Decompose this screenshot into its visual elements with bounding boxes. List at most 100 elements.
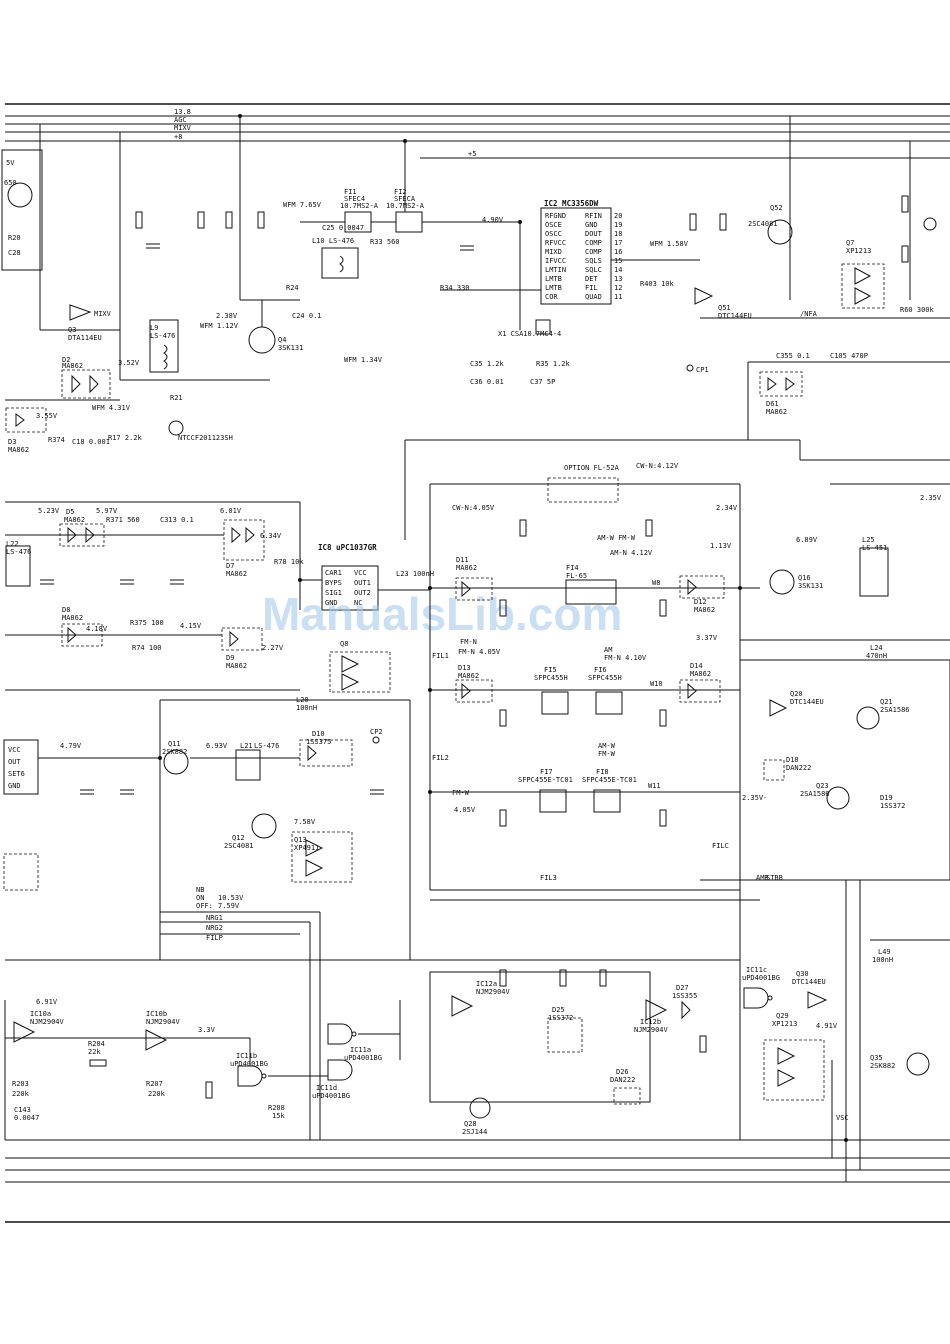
svg-text:C355 0.1: C355 0.1 [776, 352, 810, 360]
svg-text:LS-451: LS-451 [862, 544, 887, 552]
q16-if-amp: Q16 3SK131 2.34V 1.13V 6.89V L25 LS-451 … [710, 483, 950, 660]
svg-text:2SC4081: 2SC4081 [224, 842, 254, 850]
ic2-pin-r3: DOUT [585, 230, 603, 238]
svg-text:NB: NB [196, 886, 204, 894]
ic8-pin-r4: NC [354, 599, 362, 607]
ic2-pin-l10: COR [545, 293, 558, 301]
svg-text:C36 0.01: C36 0.01 [470, 378, 504, 386]
svg-text:R20: R20 [8, 234, 21, 242]
svg-text:LS-476: LS-476 [150, 332, 175, 340]
ic2-fm-receiver: IC2 MC3356DW RFGND OSCE OSCC RFVCC MIXD … [440, 199, 752, 386]
svg-text:Q20: Q20 [790, 690, 803, 698]
ic2-pin-r10: QUAD [585, 293, 602, 301]
v-wfm-7-65: WFM 7.65V [283, 201, 322, 209]
ic8-ref: IC8 uPC1037GR [318, 543, 377, 552]
ic2-pin-r8: DET [585, 275, 598, 283]
ic2-pin-l4: RFVCC [545, 239, 566, 247]
ic2-ref: IC2 MC3356DW [544, 199, 599, 208]
svg-text:22k: 22k [88, 1048, 101, 1056]
ic8-balanced-mixer: IC8 uPC1037GR CAR1 BYPS SIG1 GND VCC OUT… [296, 502, 434, 712]
svg-text:2SA1586: 2SA1586 [880, 706, 910, 714]
svg-text:NJM2904V: NJM2904V [146, 1018, 181, 1026]
svg-text:OFF:: OFF: [196, 902, 213, 910]
bus-label-3: MIXV [174, 124, 192, 132]
fil1-label: FIL1 [432, 652, 449, 660]
svg-text:Q29: Q29 [776, 1012, 789, 1020]
v-amn-4-12: AM-N 4.12V [610, 549, 653, 557]
v-2-38: 2.38V [216, 312, 238, 320]
svg-text:IC12b: IC12b [640, 1018, 661, 1026]
svg-text:FI8: FI8 [596, 768, 609, 776]
svg-text:Q11: Q11 [168, 740, 181, 748]
svg-text:uPD4001BG: uPD4001BG [230, 1060, 268, 1068]
watermark: ManualsLib.com [262, 588, 622, 640]
svg-text:470nH: 470nH [866, 652, 887, 660]
v-3-3: 3.3V [198, 1026, 216, 1034]
filp-label: FILP [206, 934, 223, 942]
svg-text:D61: D61 [766, 400, 779, 408]
svg-text:R17 2.2k: R17 2.2k [108, 434, 143, 442]
svg-text:C25 0.0047: C25 0.0047 [322, 224, 364, 232]
svg-text:DAN222: DAN222 [786, 764, 811, 772]
svg-text:D27: D27 [676, 984, 689, 992]
q29-q30-q35-block: Q30 DTC144EU 4.91V Q29 XP1213 Q35 2SK882… [763, 880, 950, 1182]
svg-text:Q30: Q30 [796, 970, 809, 978]
v-5-97: 5.97V [96, 507, 118, 515]
v-5-23: 5.23V [38, 507, 60, 515]
svg-text:C18 0.001: C18 0.001 [72, 438, 110, 446]
v-6-34: 6.34V [260, 532, 282, 540]
ic2-pin-l7: LMTIN [545, 266, 566, 274]
svg-text:L10 LS-476: L10 LS-476 [312, 237, 354, 245]
svg-text:R371 560: R371 560 [106, 516, 140, 524]
ic8-pin-l4: GND [325, 599, 338, 607]
svg-text:100nH: 100nH [296, 704, 317, 712]
v-4-91: 4.91V [816, 1022, 838, 1030]
ic2-pin-r9: FIL [585, 284, 598, 292]
ic8-pin-l2: BYPS [325, 579, 342, 587]
svg-text:NJM2904V: NJM2904V [476, 988, 511, 996]
svg-text:DTA114EU: DTA114EU [68, 334, 102, 342]
svg-text:NJM2904V: NJM2904V [634, 1026, 669, 1034]
ic2-pinnum-15: 15 [614, 257, 622, 265]
svg-text:MA862: MA862 [226, 570, 247, 578]
v-3-52: 3.52V [118, 359, 140, 367]
svg-text:R204: R204 [88, 1040, 105, 1048]
svg-text:15k: 15k [272, 1112, 285, 1120]
ic2-pinnum-14: 14 [614, 266, 622, 274]
v-3-37: 3.37V [696, 634, 718, 642]
svg-text:VCC: VCC [8, 746, 21, 754]
svg-text:MA862: MA862 [694, 606, 715, 614]
svg-text:100nH: 100nH [872, 956, 893, 964]
svg-text:DTC144EU: DTC144EU [718, 312, 752, 320]
svg-text:W11: W11 [648, 782, 661, 790]
svg-text:L49: L49 [878, 948, 891, 956]
v-2-27: 2.27V [262, 644, 284, 652]
svg-text:2SJ144: 2SJ144 [462, 1128, 487, 1136]
svg-text:MA862: MA862 [62, 362, 83, 370]
svg-text:R208: R208 [268, 1104, 285, 1112]
svg-text:L9: L9 [150, 324, 158, 332]
svg-text:Q13: Q13 [294, 836, 307, 844]
ic8-pin-l3: SIG1 [325, 589, 342, 597]
ic2-pin-r5: COMP [585, 248, 602, 256]
q20-q23-block: Q20 DTC144EU Q21 2SA1586 Q23 2SA1586 D18… [739, 659, 950, 882]
svg-text:uPD4001BG: uPD4001BG [742, 974, 780, 982]
ic10-opamps: IC10a NJM2904V 6.91V IC10b NJM2904V 3.3V… [5, 998, 250, 1122]
ic2-pin-r2: GND [585, 221, 598, 229]
svg-text:MA862: MA862 [690, 670, 711, 678]
svg-text:D25: D25 [552, 1006, 565, 1014]
v-4-90: 4.90V [482, 216, 504, 224]
svg-text:R21: R21 [170, 394, 183, 402]
ic2-pin-l6: IFVCC [545, 257, 566, 265]
svg-text:220k: 220k [12, 1090, 30, 1098]
svg-text:L22: L22 [6, 540, 19, 548]
svg-text:FI1: FI1 [344, 188, 357, 196]
v-4-79: 4.79V [60, 742, 82, 750]
ic2-pinnum-20: 20 [614, 212, 622, 220]
stbb-label: STBB [766, 874, 783, 882]
v-6-01: 6.01V [220, 507, 242, 515]
svg-text:1SS355: 1SS355 [672, 992, 697, 1000]
svg-text:Q28: Q28 [464, 1120, 477, 1128]
svg-text:MA862: MA862 [458, 672, 479, 680]
svg-text:2SC4081: 2SC4081 [748, 220, 778, 228]
